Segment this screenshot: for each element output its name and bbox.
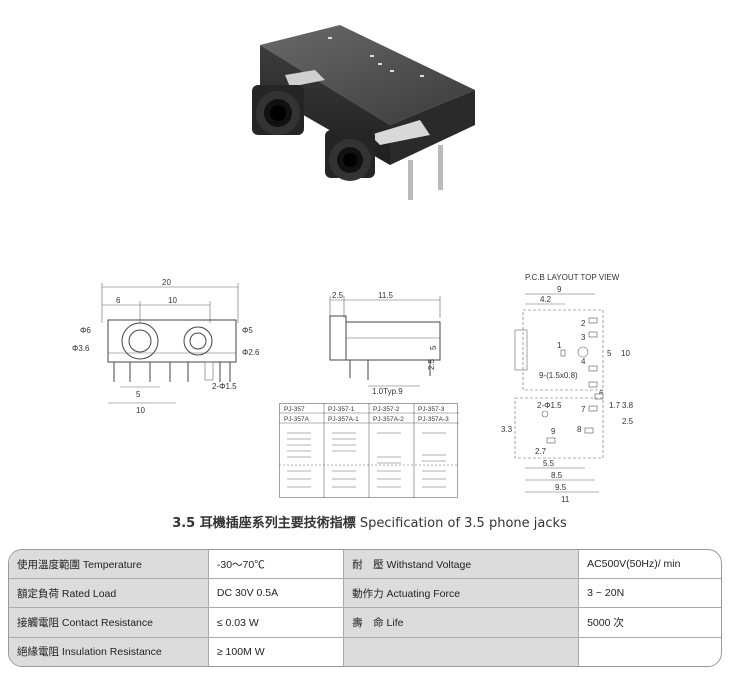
spec-row: 絕緣電阻 Insulation Resistance ≥ 100M W [9,636,721,666]
dim-2-5b: 2.5 [427,358,436,370]
spec-label: 耐 壓 Withstand Voltage [343,550,580,580]
dim-10a: 10 [168,296,177,305]
spec-value: DC 30V 0.5A [207,578,345,609]
spec-label [343,636,580,666]
dim-10b: 10 [136,406,145,415]
spec-title: 3.5 耳機插座系列主要技術指標 Specification of 3.5 ph… [0,512,739,531]
spec-label: 接觸電阻 Contact Resistance [9,607,209,638]
pcb-pin-1: 1 [557,341,562,350]
pcb-dim-9-5: 9.5 [555,483,567,492]
dim-phi2-6: Φ2.6 [242,348,260,357]
dim-11-5: 11.5 [378,291,394,300]
spec-value: AC500V(50Hz)/ min [578,550,721,580]
pcb-dim-3-3: 3.3 [501,425,513,434]
model-pj-357a: PJ-357A [284,416,310,423]
pcb-dim-9-pads: 9-(1.5x0.8) [539,371,578,380]
spec-row: 額定負荷 Rated Load DC 30V 0.5A 動作力 Actuatin… [9,578,721,609]
pcb-pin-3: 3 [581,333,586,342]
model-pj-357a-1: PJ-357A-1 [328,416,359,423]
pcb-pin-6: 6 [599,389,604,398]
pcb-layout-drawing: P.C.B LAYOUT TOP VIEW 9 4.2 1 2 3 4 5 10… [501,273,634,504]
spec-value: 5000 次 [578,607,721,638]
spec-row: 使用溫度範圍 Temperature -30～70℃ 耐 壓 Withstand… [9,550,721,580]
pcb-dim-2-7: 2.7 [535,447,547,456]
model-pj-357a-2: PJ-357A-2 [373,416,404,423]
dim-phi3-6: Φ3.6 [72,344,90,353]
model-pj-357a-3: PJ-357A-3 [418,416,449,423]
spec-value [578,636,721,666]
dim-2-phi1-5: 2-Φ1.5 [212,382,237,391]
model-pj-357-2: PJ-357-2 [373,406,400,413]
spec-row: 接觸電阻 Contact Resistance ≤ 0.03 W 壽 命 Lif… [9,607,721,638]
pcb-dim-2-phi1-5: 2-Φ1.5 [537,401,562,410]
spec-label: 絕緣電阻 Insulation Resistance [9,636,209,666]
dim-phi5: Φ5 [242,326,253,335]
spec-label: 動作力 Actuating Force [343,578,580,609]
spec-table: 使用溫度範圍 Temperature -30～70℃ 耐 壓 Withstand… [8,549,722,667]
pcb-pin-9: 9 [551,427,556,436]
model-pj-357: PJ-357 [284,406,305,413]
pcb-dim-11: 11 [561,495,570,504]
schematic-grid: PJ-357 PJ-357-1 PJ-357-2 PJ-357-3 PJ-357… [279,403,459,498]
pcb-pin-7: 7 [581,405,586,414]
dim-5: 5 [136,390,141,399]
front-view-drawing: 20 6 10 Φ6 Φ3.6 Φ5 Φ2.6 2-Φ1.5 5 10 [72,278,260,415]
dim-2-5a: 2.5 [332,291,344,300]
dim-5-side: 5 [429,345,438,350]
spec-label: 壽 命 Life [343,607,580,638]
component-photo [252,25,475,200]
spec-label: 額定負荷 Rated Load [9,578,209,609]
pcb-dim-1-7: 1.7 [609,401,621,410]
spec-value: ≥ 100M W [207,636,345,666]
pcb-dim-8-5: 8.5 [551,471,563,480]
spec-title-en: Specification of 3.5 phone jacks [359,516,567,531]
dim-phi6: Φ6 [80,326,91,335]
spec-value: -30～70℃ [207,550,345,580]
pcb-dim-5-5: 5.5 [543,459,555,468]
dim-6: 6 [116,296,121,305]
pcb-pin-8: 8 [577,425,582,434]
dim-20: 20 [162,278,171,287]
pcb-dim-5: 5 [607,349,612,358]
side-view-drawing: 2.5 11.5 5 2.5 1.0Typ.9 [329,291,441,396]
spec-value: ≤ 0.03 W [207,607,345,638]
model-pj-357-1: PJ-357-1 [328,406,355,413]
dim-1-0typ: 1.0Typ.9 [372,387,403,396]
pcb-layout-header: P.C.B LAYOUT TOP VIEW [525,273,620,282]
pcb-dim-2-5: 2.5 [622,417,634,426]
spec-value: 3 ~ 20N [578,578,721,609]
pcb-dim-4-2: 4.2 [540,295,552,304]
spec-title-cn: 3.5 耳機插座系列主要技術指標 [172,516,356,531]
model-pj-357-3: PJ-357-3 [418,406,445,413]
pcb-pin-4: 4 [581,357,586,366]
spec-label: 使用溫度範圍 Temperature [9,550,209,580]
pcb-pin-2: 2 [581,319,586,328]
pcb-dim-3-8: 3.8 [622,401,634,410]
pcb-dim-9: 9 [557,285,562,294]
pcb-dim-10: 10 [621,349,630,358]
